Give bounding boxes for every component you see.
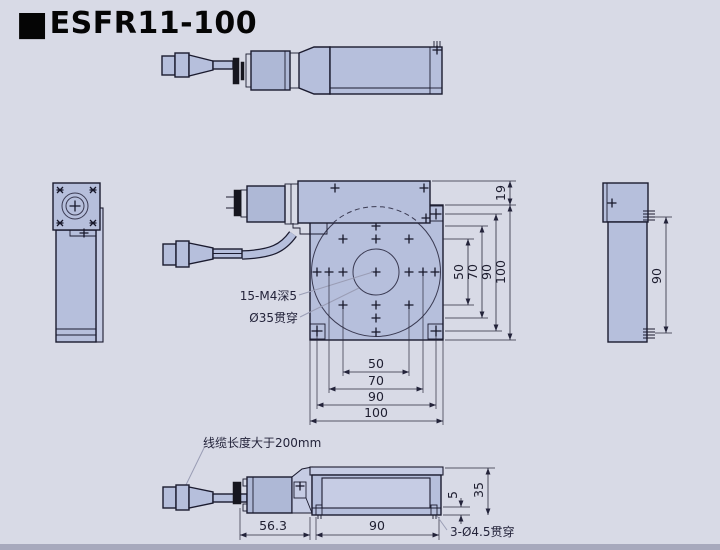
plan-dims-right: 19 50 70 90 100 <box>432 180 516 341</box>
front-shaft-collar <box>232 481 242 505</box>
dim-100-h: 100 <box>364 405 388 420</box>
motor-body <box>250 50 291 91</box>
right-view-body <box>607 221 648 343</box>
dim-50-v: 50 <box>451 264 466 280</box>
center-bore <box>352 248 400 296</box>
leader-line <box>298 271 374 296</box>
right-view-dim: 90 <box>649 216 672 334</box>
dim-35: 35 <box>471 482 486 498</box>
cable <box>241 231 296 259</box>
front-view: 线缆长度大于200mm 56.3 90 5 <box>162 435 515 540</box>
dim-5: 5 <box>445 491 460 499</box>
title-text: ESFR11-100 <box>49 6 258 41</box>
top-profile-view <box>161 41 443 95</box>
dim-90-height: 90 <box>649 268 664 284</box>
front-cable-connector <box>162 486 177 509</box>
dim-100-v: 100 <box>493 260 508 284</box>
foot-hole <box>430 504 438 516</box>
shaft-collar <box>232 57 240 85</box>
leader-line <box>182 447 205 492</box>
motor-shaft-boss <box>61 192 89 220</box>
plan-motor <box>246 185 286 223</box>
corner-tab <box>309 323 326 340</box>
plan-dims-bottom: 50 70 90 100 <box>309 277 444 425</box>
dim-50-h: 50 <box>368 356 384 371</box>
page-title: ■ ESFR11-100 <box>16 6 257 41</box>
front-recess-panel <box>321 477 431 509</box>
cable-shaft <box>212 60 234 70</box>
label-cable-length: 线缆长度大于200mm <box>203 435 321 450</box>
stage-body <box>329 46 443 95</box>
right-view-housing <box>602 182 649 223</box>
dim-90-h: 90 <box>368 389 384 404</box>
dim-70-v: 70 <box>465 264 480 280</box>
motor-housing <box>297 180 431 224</box>
right-side-view: 90 <box>602 182 672 343</box>
plan-shaft-collar <box>233 189 242 217</box>
front-top-plate <box>309 466 444 476</box>
gearbox-taper <box>298 46 331 95</box>
leader-line <box>299 287 360 318</box>
corner-tab <box>427 323 444 340</box>
dim-90-length: 90 <box>369 518 385 533</box>
housing-bracket <box>292 223 328 235</box>
leader-line <box>436 515 448 531</box>
dim-56-3: 56.3 <box>259 518 287 533</box>
cable-connector <box>161 55 176 76</box>
dim-90-v: 90 <box>479 264 494 280</box>
dim-70-h: 70 <box>368 373 384 388</box>
cable-boot <box>188 54 214 77</box>
plan-cable-connector <box>162 243 177 266</box>
plan-view: 15-M4深5 Ø35贯穿 19 50 70 90 100 50 70 90 <box>162 180 516 425</box>
title-square-marker: ■ <box>16 3 49 44</box>
bottom-edge-shade <box>0 544 720 550</box>
left-view-body <box>55 229 97 343</box>
label-m4-holes: 15-M4深5 <box>240 289 297 303</box>
front-dims: 56.3 90 5 35 3-Ø4.5贯穿 <box>239 467 515 540</box>
front-motor <box>246 476 293 514</box>
label-center-bore: Ø35贯穿 <box>249 310 298 325</box>
label-through-holes: 3-Ø4.5贯穿 <box>450 524 515 539</box>
dim-19: 19 <box>493 185 508 201</box>
screw-mark <box>643 210 655 221</box>
hidden-table-edge <box>332 206 420 224</box>
foot-hole <box>315 504 323 516</box>
screw-mark <box>643 328 655 339</box>
left-side-view <box>52 182 104 343</box>
